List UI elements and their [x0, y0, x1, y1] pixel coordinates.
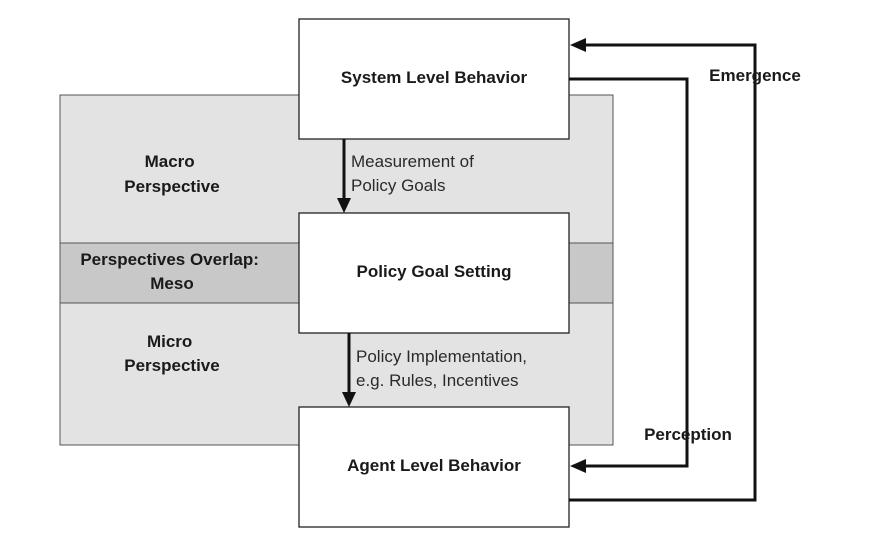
system-level-label: System Level Behavior [341, 68, 528, 87]
perception-label: Perception [644, 425, 732, 444]
emergence-label: Emergence [709, 66, 801, 85]
agent-level-label: Agent Level Behavior [347, 456, 521, 475]
policy-goal-label: Policy Goal Setting [357, 262, 512, 281]
emergence-arrowhead [570, 38, 586, 52]
implementation-arrowhead [342, 392, 356, 407]
implementation-label: Policy Implementation, e.g. Rules, Incen… [356, 347, 532, 390]
emergence-arrow [569, 43, 757, 502]
measurement-label: Measurement of Policy Goals [351, 152, 479, 195]
perception-arrowhead [570, 459, 586, 473]
agent-level-box [298, 406, 570, 528]
measurement-arrowhead [337, 198, 351, 213]
meso-perspective-label: Perspectives Overlap: Meso [80, 250, 263, 293]
system-level-box [298, 18, 570, 140]
macro-perspective-label: Macro Perspective [124, 152, 219, 196]
policy-goal-box [298, 212, 570, 334]
perception-arrow [569, 77, 689, 468]
micro-perspective-label: Micro Perspective [124, 332, 219, 375]
